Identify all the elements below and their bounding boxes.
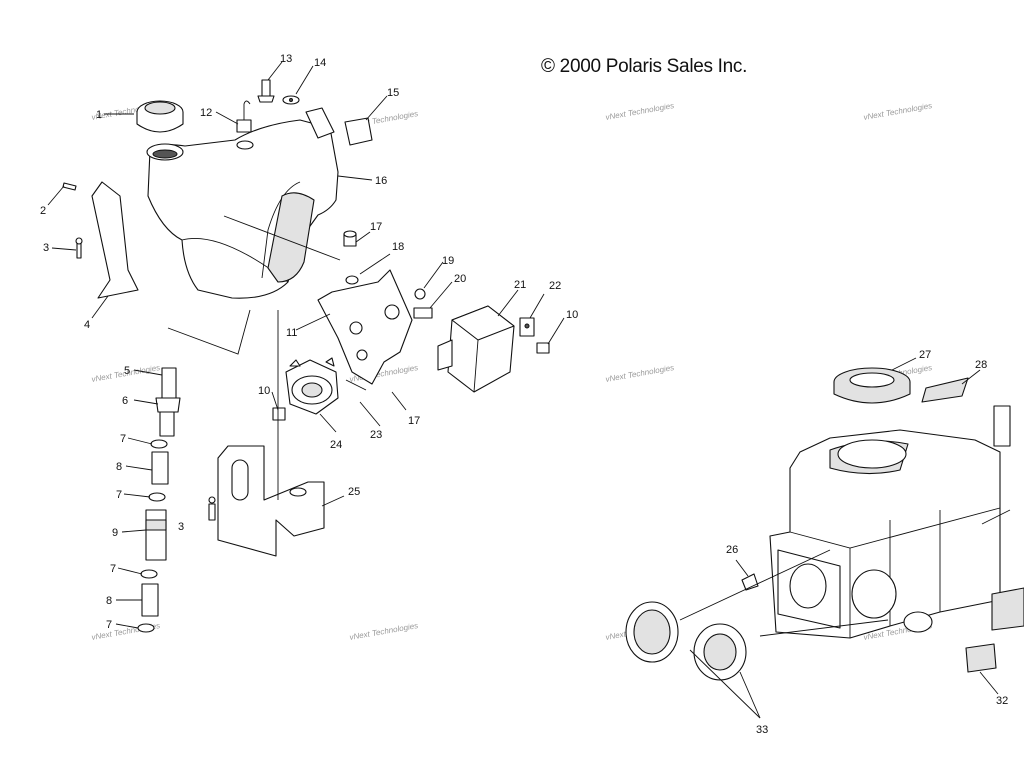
callout-25: 25 — [348, 486, 360, 498]
callout-13: 13 — [280, 53, 292, 65]
callout-16: 16 — [375, 175, 387, 187]
fuel-pump — [285, 357, 339, 415]
callout-6: 6 — [122, 395, 128, 407]
callout-7: 7 — [120, 433, 126, 445]
callout-32: 32 — [996, 695, 1008, 707]
callout-21: 21 — [514, 279, 526, 291]
callout-33: 33 — [756, 724, 768, 736]
callout-10: 10 — [258, 385, 270, 397]
leader-lines — [47, 61, 1011, 719]
callout-7: 7 — [106, 619, 112, 631]
mounting-plate — [317, 269, 413, 385]
callout-10: 10 — [566, 309, 578, 321]
callout-15: 15 — [387, 87, 399, 99]
callout-17: 17 — [408, 415, 420, 427]
callout-3: 3 — [43, 242, 49, 254]
callout-9: 9 — [112, 527, 118, 539]
air-box — [769, 429, 1001, 639]
callout-8: 8 — [116, 461, 122, 473]
gas-cap — [136, 100, 184, 133]
callout-17: 17 — [370, 221, 382, 233]
callout-28: 28 — [975, 359, 987, 371]
callout-27: 27 — [919, 349, 931, 361]
inline-fuel-filter — [137, 367, 181, 633]
watermark: vNext Technologies — [605, 363, 675, 384]
fuel-tank-group — [62, 100, 339, 299]
callout-2: 2 — [40, 205, 46, 217]
callout-5: 5 — [124, 365, 130, 377]
copyright-notice: © 2000 Polaris Sales Inc. — [541, 56, 748, 77]
callout-labels: 1 2 3 3 4 5 6 7 7 7 7 8 8 9 10 10 11 12 … — [40, 53, 1008, 736]
watermark: vNext Technologies — [863, 101, 933, 122]
callout-26: 26 — [726, 544, 738, 556]
callout-3: 3 — [178, 521, 184, 533]
callout-22: 22 — [549, 280, 561, 292]
foam-ring — [833, 367, 911, 404]
callout-7: 7 — [116, 489, 122, 501]
callout-8: 8 — [106, 595, 112, 607]
tank-fasteners — [257, 79, 373, 146]
callout-23: 23 — [370, 429, 382, 441]
watermark: vNext Technologies — [605, 101, 675, 122]
watermark: vNext Technologies — [349, 621, 419, 642]
callout-24: 24 — [330, 439, 342, 451]
cdi-module — [437, 305, 515, 393]
tank-mount-bracket — [91, 181, 139, 299]
callout-1: 1 — [96, 109, 102, 121]
callout-11: 11 — [286, 327, 297, 339]
callout-4: 4 — [84, 319, 90, 331]
callout-18: 18 — [392, 241, 404, 253]
plate-fasteners — [343, 230, 433, 319]
callout-19: 19 — [442, 255, 454, 267]
callout-20: 20 — [454, 273, 466, 285]
callout-12: 12 — [200, 107, 212, 119]
callout-14: 14 — [314, 57, 326, 69]
callout-7: 7 — [110, 563, 116, 575]
air-box-rings — [625, 601, 747, 681]
